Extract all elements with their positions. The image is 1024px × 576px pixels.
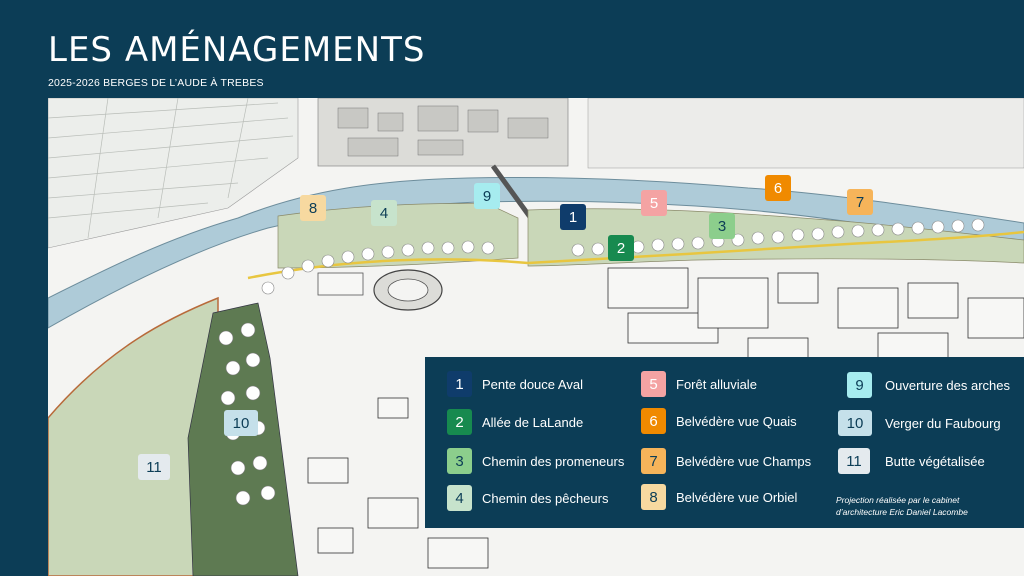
legend-label-8: Belvédère vue Orbiel	[676, 489, 798, 505]
town-buildings	[307, 267, 1024, 569]
green-zone-west	[277, 203, 519, 269]
legend-badge-9: 9	[847, 372, 872, 398]
site-map: 1 2 3 4 5 6 7 8 9 10 11	[48, 98, 1024, 576]
legend-label-10: Verger du Faubourg	[885, 415, 1001, 431]
promenade-path	[247, 230, 1024, 280]
map-marker-5[interactable]: 5	[641, 190, 667, 216]
butte-vegetalisee	[48, 296, 219, 576]
map-marker-10[interactable]: 10	[224, 410, 258, 436]
legend-item-2: 2 Allée de LaLande	[447, 409, 583, 435]
credit-line-1: Projection réalisée par le cabinet	[836, 495, 960, 505]
legend-label-6: Belvédère vue Quais	[676, 413, 797, 429]
orchard-zone	[187, 302, 299, 576]
map-marker-1[interactable]: 1	[560, 204, 586, 230]
legend-item-10: 10 Verger du Faubourg	[838, 410, 1001, 436]
map-marker-11[interactable]: 11	[138, 454, 170, 480]
legend-label-2: Allée de LaLande	[482, 414, 584, 430]
tree-line	[261, 218, 985, 295]
legend-item-3: 3 Chemin des promeneurs	[447, 448, 624, 474]
legend-item-11: 11 Butte végétalisée	[838, 448, 985, 474]
fields-area	[48, 98, 299, 249]
legend-item-1: 1 Pente douce Aval	[447, 371, 583, 397]
legend-badge-7: 7	[641, 448, 666, 474]
legend-item-5: 5 Forêt alluviale	[641, 371, 757, 397]
legend-panel: 1 Pente douce Aval 2 Allée de LaLande 3 …	[425, 357, 1024, 528]
legend-item-4: 4 Chemin des pêcheurs	[447, 485, 608, 511]
map-marker-9[interactable]: 9	[474, 183, 500, 209]
credit-note: Projection réalisée par le cabinet d’arc…	[836, 494, 1006, 518]
legend-label-9: Ouverture des arches	[885, 377, 1011, 393]
page-subtitle: 2025-2026 BERGES DE L’AUDE À TREBES	[48, 77, 264, 89]
legend-badge-2: 2	[447, 409, 472, 435]
map-marker-7[interactable]: 7	[847, 189, 873, 215]
legend-badge-11: 11	[838, 448, 870, 474]
old-town-buildings	[337, 105, 549, 157]
site-map-drawing	[48, 98, 1024, 576]
legend-item-9: 9 Ouverture des arches	[847, 372, 1010, 398]
legend-label-5: Forêt alluviale	[676, 376, 757, 392]
legend-label-3: Chemin des promeneurs	[482, 453, 625, 469]
field-lines	[48, 98, 294, 239]
legend-badge-3: 3	[447, 448, 472, 474]
map-marker-6[interactable]: 6	[765, 175, 791, 201]
legend-badge-5: 5	[641, 371, 666, 397]
legend-label-4: Chemin des pêcheurs	[482, 490, 609, 506]
legend-item-6: 6 Belvédère vue Quais	[641, 408, 797, 434]
sports-field	[317, 272, 364, 296]
legend-label-1: Pente douce Aval	[482, 376, 583, 392]
map-marker-8[interactable]: 8	[300, 195, 326, 221]
east-town	[587, 98, 1024, 169]
legend-badge-6: 6	[641, 408, 666, 434]
legend-badge-8: 8	[641, 484, 666, 510]
legend-label-11: Butte végétalisée	[885, 453, 985, 469]
legend-item-8: 8 Belvédère vue Orbiel	[641, 484, 797, 510]
credit-line-2: d’architecture Eric Daniel Lacombe	[836, 507, 968, 517]
legend-badge-1: 1	[447, 371, 472, 397]
orchard-trees	[218, 322, 276, 506]
legend-label-7: Belvédère vue Champs	[676, 453, 812, 469]
legend-item-7: 7 Belvédère vue Champs	[641, 448, 811, 474]
legend-badge-4: 4	[447, 485, 472, 511]
map-marker-3[interactable]: 3	[709, 213, 735, 239]
page-title: LES AMÉNAGEMENTS	[48, 30, 426, 70]
map-marker-2[interactable]: 2	[608, 235, 634, 261]
legend-badge-10: 10	[838, 410, 872, 436]
map-marker-4[interactable]: 4	[371, 200, 397, 226]
